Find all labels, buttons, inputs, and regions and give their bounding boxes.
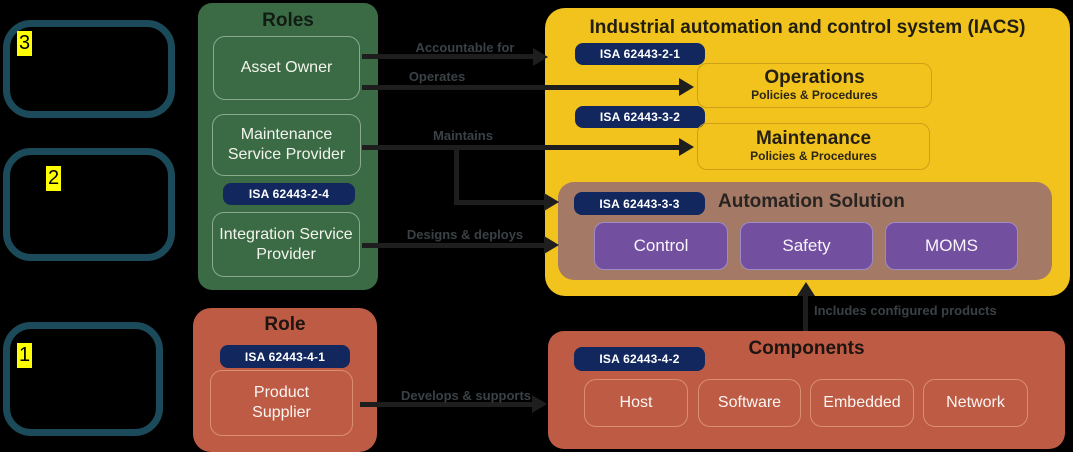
accountable-for-arrow-shaft: [362, 54, 534, 59]
includes-configured-products-label: Includes configured products: [814, 303, 997, 318]
iacs-panel: Industrial automation and control system…: [545, 8, 1070, 296]
integration-service-provider-box: Integration Service Provider: [212, 212, 360, 277]
designs-deploys-arrowhead-icon: [544, 236, 559, 254]
moms-box: MOMS: [885, 222, 1018, 270]
embedded-label: Embedded: [823, 394, 901, 411]
components-panel-title: Components: [748, 338, 865, 359]
accountable-for-label: Accountable for: [415, 40, 515, 55]
automation-solution-title: Automation Solution: [718, 191, 905, 212]
develops-supports-arrow-shaft: [360, 402, 532, 407]
reference-number-3: 3: [17, 31, 33, 56]
roles-panel-title: Roles: [262, 10, 314, 31]
operates-arrowhead-icon: [679, 78, 694, 96]
maintenance-title: Maintenance: [755, 128, 872, 150]
maintenance-service-provider-label: Maintenance Service Provider: [227, 126, 346, 163]
designs-deploys-arrow-shaft: [362, 243, 544, 248]
includes-configured-products-arrowhead-icon: [797, 282, 815, 296]
asset-owner-box: Asset Owner: [213, 36, 360, 100]
iacs-panel-title: Industrial automation and control system…: [589, 17, 1026, 38]
isa-62443-4-2-badge: ISA 62443-4-2: [574, 347, 705, 371]
software-box: Software: [698, 379, 801, 427]
safety-box: Safety: [740, 222, 873, 270]
network-box: Network: [923, 379, 1028, 427]
isa-62443-3-3-badge: ISA 62443-3-3: [574, 192, 705, 215]
maintains-branch-horizontal-shaft: [454, 200, 546, 205]
reference-number-2: 2: [46, 166, 62, 191]
product-supplier-box: Product Supplier: [210, 370, 353, 436]
develops-supports-label: Develops & supports: [400, 388, 532, 403]
maintenance-box: Maintenance Policies & Procedures: [697, 123, 930, 170]
host-box: Host: [584, 379, 688, 427]
role-panel: Role ISA 62443-4-1 Product Supplier: [193, 308, 377, 452]
role-panel-title: Role: [264, 314, 306, 335]
operations-subtitle: Policies & Procedures: [751, 87, 878, 102]
components-panel: Components ISA 62443-4-2 Host Software E…: [548, 331, 1065, 449]
maintains-arrowhead-icon: [679, 138, 694, 156]
reference-number-1: 1: [17, 343, 33, 368]
maintenance-subtitle: Policies & Procedures: [750, 148, 877, 163]
embedded-box: Embedded: [810, 379, 914, 427]
network-label: Network: [946, 394, 1005, 411]
isa-62443-2-4-badge: ISA 62443-2-4: [223, 183, 355, 205]
control-label: Control: [633, 236, 689, 256]
control-box: Control: [594, 222, 728, 270]
operates-arrow-shaft: [362, 85, 680, 90]
operations-title: Operations: [764, 67, 865, 89]
host-label: Host: [619, 394, 653, 411]
asset-owner-label: Asset Owner: [240, 59, 333, 76]
integration-service-provider-label: Integration Service Provider: [219, 225, 353, 263]
product-supplier-label: Product Supplier: [252, 384, 311, 421]
automation-solution-panel: ISA 62443-3-3 Automation Solution Contro…: [558, 182, 1052, 280]
reference-box-3: [3, 20, 175, 118]
software-label: Software: [717, 394, 782, 411]
develops-supports-arrowhead-icon: [532, 395, 547, 413]
operations-box: Operations Policies & Procedures: [697, 63, 932, 108]
isa-62443-2-1-badge: ISA 62443-2-1: [575, 43, 705, 65]
isa-62443-4-1-badge: ISA 62443-4-1: [220, 345, 350, 368]
isa-62443-3-2-badge: ISA 62443-3-2: [575, 106, 705, 128]
maintenance-service-provider-box: Maintenance Service Provider: [212, 114, 361, 176]
maintains-arrow-shaft: [362, 145, 680, 150]
roles-panel: Roles Asset Owner Maintenance Service Pr…: [198, 3, 378, 290]
maintains-label: Maintains: [433, 128, 493, 143]
maintains-branch-arrowhead-icon: [544, 193, 559, 211]
safety-label: Safety: [782, 236, 831, 256]
designs-deploys-label: Designs & deploys: [406, 227, 524, 242]
operates-label: Operates: [408, 69, 466, 84]
reference-box-2: [3, 148, 175, 261]
reference-box-1: [3, 322, 163, 436]
maintains-branch-vertical-shaft: [454, 147, 459, 205]
moms-label: MOMS: [925, 236, 978, 256]
includes-configured-products-arrow-shaft: [803, 296, 808, 331]
accountable-for-arrowhead-icon: [533, 48, 548, 66]
